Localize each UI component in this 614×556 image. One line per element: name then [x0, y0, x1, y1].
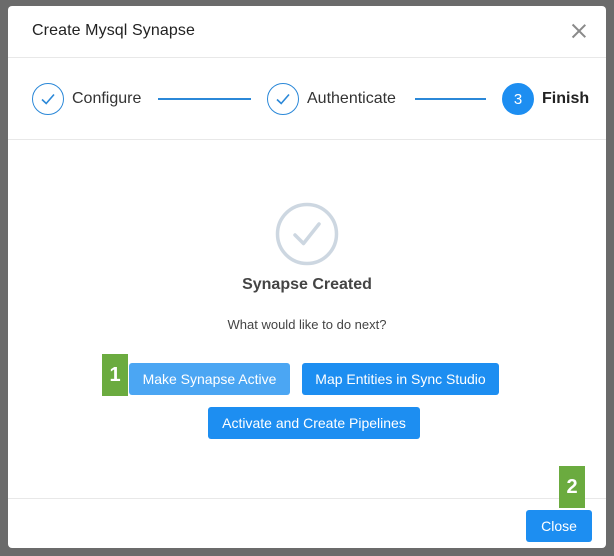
activate-create-pipelines-button[interactable]: Activate and Create Pipelines	[208, 407, 420, 439]
step-finish[interactable]: 3 Finish	[502, 82, 589, 116]
step-label-authenticate: Authenticate	[307, 90, 396, 107]
annotation-badge-2: 2	[559, 466, 585, 508]
map-entities-button[interactable]: Map Entities in Sync Studio	[302, 363, 499, 395]
step-configure[interactable]: Configure	[32, 82, 141, 116]
step-connector	[158, 98, 251, 100]
dialog-title: Create Mysql Synapse	[32, 22, 195, 39]
footer-divider	[8, 498, 606, 499]
stepper: Configure Authenticate 3 Finish	[8, 58, 606, 140]
step-label-finish: Finish	[542, 90, 590, 107]
success-title: Synapse Created	[242, 276, 372, 293]
step-number-3: 3	[502, 83, 534, 115]
check-icon	[32, 83, 64, 115]
close-icon[interactable]	[568, 20, 590, 42]
next-step-prompt: What would like to do next?	[227, 317, 387, 332]
step-label-configure: Configure	[72, 90, 142, 107]
check-circle-icon	[275, 202, 339, 266]
dialog-header: Create Mysql Synapse	[8, 6, 606, 58]
make-synapse-active-button[interactable]: Make Synapse Active	[129, 363, 290, 395]
create-synapse-dialog: Create Mysql Synapse Configure Authentic…	[8, 6, 606, 548]
step-connector	[415, 98, 486, 100]
close-button[interactable]: Close	[526, 510, 592, 542]
annotation-badge-1: 1	[102, 354, 128, 396]
check-icon	[267, 83, 299, 115]
step-authenticate[interactable]: Authenticate	[267, 82, 396, 116]
